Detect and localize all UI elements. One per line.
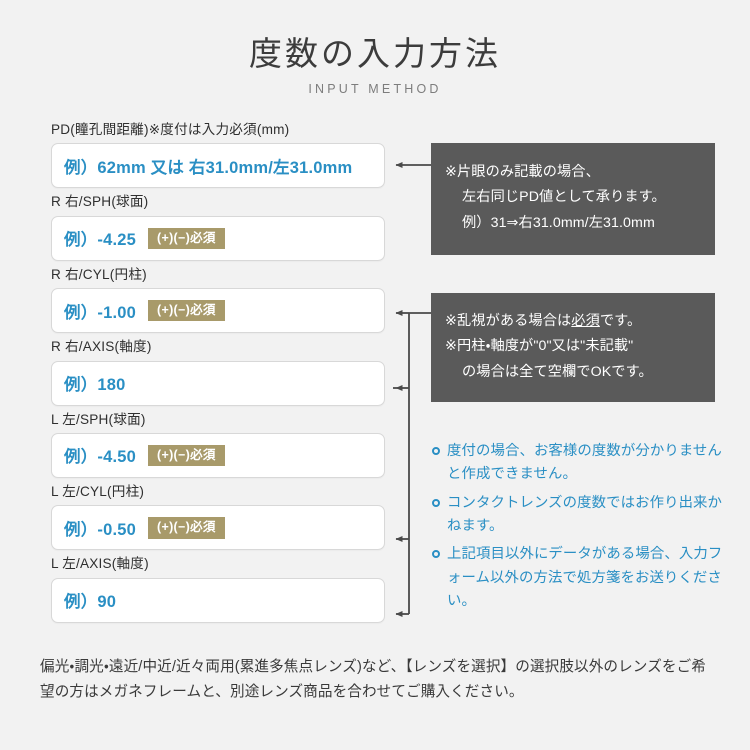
bottom-note: 偏光・調光・遠近/中近/近々両用(累進多焦点レンズ)など、【レンズを選択】の選択…	[40, 659, 706, 701]
callout-cyl-line-3: の場合は全て空欄でOKです。	[462, 363, 653, 380]
page-subtitle: INPUT METHOD	[308, 82, 442, 97]
input-l-cyl-placeholder: 例）-0.50	[64, 520, 137, 539]
bullet-circle-icon	[432, 498, 440, 507]
required-badge-r-cyl: (+)(−)必須	[148, 299, 225, 322]
input-l-axis[interactable]: 例）90	[51, 577, 385, 623]
field-group-r-sph: R 右/SPH(球面) 例）-4.25 (+)(−)必須	[51, 192, 385, 261]
bullet-circle-icon	[432, 550, 440, 559]
field-group-l-cyl: L 左/CYL(円柱) 例）-0.50 (+)(−)必須	[51, 482, 385, 551]
callout-cyl-line-2: ※円柱・軸度が"0"又は"未記載"	[445, 338, 634, 355]
input-r-cyl[interactable]: 例）-1.00 (+)(−)必須	[51, 288, 385, 334]
label-l-sph: L 左/SPH(球面)	[51, 411, 146, 427]
label-pd: PD(瞳孔間距離)※度付は入力必須(mm)	[51, 122, 290, 137]
input-pd[interactable]: 例）62mm 又は 右31.0mm/左31.0mm	[51, 143, 385, 189]
required-badge-l-sph: (+)(−)必須	[148, 444, 225, 467]
callout-cyl-line-1-after: です。	[599, 313, 642, 329]
callout-pd-line-2: 左右同じPD値として承ります。	[462, 189, 666, 206]
field-group-pd: PD(瞳孔間距離)※度付は入力必須(mm) 例）62mm 又は 右31.0mm/…	[51, 120, 385, 189]
callout-cyl-line-1-before: ※乱視がある場合は	[445, 313, 572, 329]
page-header: 度数の入力方法 INPUT METHOD	[0, 35, 750, 97]
input-l-axis-placeholder: 例）90	[64, 593, 117, 612]
field-group-r-cyl: R 右/CYL(円柱) 例）-1.00 (+)(−)必須	[51, 265, 385, 334]
callout-pd: ※片眼のみ記載の場合、 左右同じPD値として承ります。 例）31⇒右31.0mm…	[431, 143, 715, 255]
input-l-sph[interactable]: 例）-4.50 (+)(−)必須	[51, 432, 385, 478]
field-group-l-sph: L 左/SPH(球面) 例）-4.50 (+)(−)必須	[51, 410, 385, 478]
label-l-cyl: L 左/CYL(円柱)	[51, 483, 145, 499]
input-l-cyl[interactable]: 例）-0.50 (+)(−)必須	[51, 505, 385, 551]
callout-pd-line-1: ※片眼のみ記載の場合、	[445, 164, 600, 180]
input-r-sph[interactable]: 例）-4.25 (+)(−)必須	[51, 215, 385, 261]
callout-cyl-line-1-underlined: 必須	[571, 313, 600, 329]
required-badge-l-cyl: (+)(−)必須	[148, 517, 225, 539]
label-l-axis: L 左/AXIS(軸度)	[51, 556, 149, 572]
required-badge-r-sph: (+)(−)必須	[148, 227, 225, 249]
label-r-axis: R 右/AXIS(軸度)	[51, 339, 152, 355]
notes-list: 度付の場合、お客様の度数が分かりませんと作成できません。 コンタクトレンズの度数…	[432, 440, 732, 618]
note-text: 上記項目以外にデータがある場合、入力フォーム以外の方法で処方箋をお送りください。	[447, 546, 723, 609]
label-r-sph: R 右/SPH(球面)	[51, 194, 149, 210]
page-title: 度数の入力方法	[249, 35, 501, 72]
bullet-circle-icon	[432, 447, 440, 455]
prescription-form: PD(瞳孔間距離)※度付は入力必須(mm) 例）62mm 又は 右31.0mm/…	[51, 120, 385, 627]
list-item: コンタクトレンズの度数ではお作り出来かねます。	[432, 492, 732, 539]
input-r-axis[interactable]: 例）180	[51, 360, 385, 406]
note-text: 度付の場合、お客様の度数が分かりませんと作成できません。	[447, 443, 722, 483]
callout-cyl-line-1: ※乱視がある場合は必須です。	[445, 309, 715, 334]
list-item: 上記項目以外にデータがある場合、入力フォーム以外の方法で処方箋をお送りください。	[432, 543, 732, 613]
input-r-sph-placeholder: 例）-4.25	[64, 231, 137, 250]
input-r-cyl-placeholder: 例）-1.00	[64, 303, 137, 322]
list-item: 度付の場合、お客様の度数が分かりませんと作成できません。	[432, 440, 732, 487]
input-pd-placeholder: 例）62mm 又は 右31.0mm/左31.0mm	[64, 158, 353, 177]
label-r-cyl: R 右/CYL(円柱)	[51, 266, 147, 282]
note-text: コンタクトレンズの度数ではお作り出来かねます。	[447, 494, 723, 534]
callout-pd-line-3: 例）31⇒右31.0mm/左31.0mm	[462, 214, 655, 231]
input-l-sph-placeholder: 例）-4.50	[64, 448, 137, 467]
input-r-axis-placeholder: 例）180	[64, 376, 126, 395]
callout-cyl-axis: ※乱視がある場合は必須です。 ※円柱・軸度が"0"又は"未記載" の場合は全て空…	[431, 293, 715, 402]
field-group-r-axis: R 右/AXIS(軸度) 例）180	[51, 337, 385, 406]
field-group-l-axis: L 左/AXIS(軸度) 例）90	[51, 554, 385, 623]
